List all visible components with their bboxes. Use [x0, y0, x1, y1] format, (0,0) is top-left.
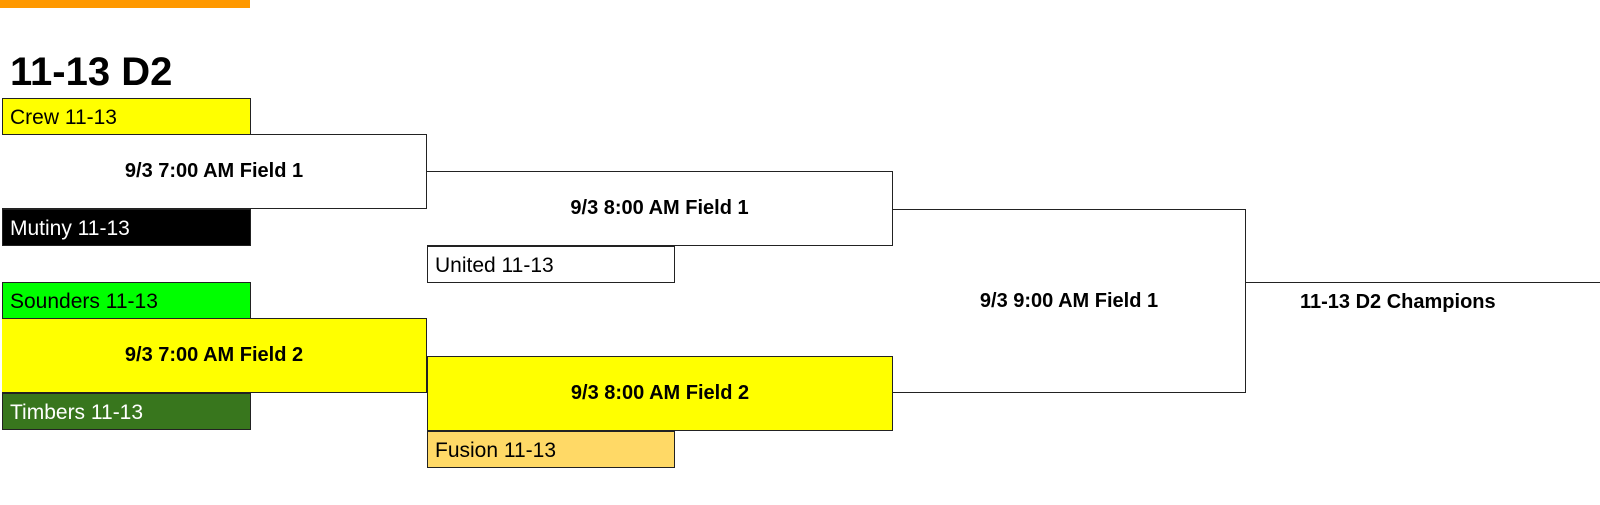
- team-mutiny: Mutiny 11-13: [2, 209, 251, 246]
- bracket-title: 11-13 D2: [10, 50, 173, 94]
- match-r2-m1-label: 9/3 8:00 AM Field 1: [570, 197, 749, 219]
- team-fusion: Fusion 11-13: [427, 431, 675, 468]
- match-r1-m1: 9/3 7:00 AM Field 1: [2, 134, 427, 209]
- team-timbers: Timbers 11-13: [2, 393, 251, 430]
- match-final-label: 9/3 9:00 AM Field 1: [979, 289, 1159, 312]
- match-r2-m2: 9/3 8:00 AM Field 2: [427, 356, 893, 431]
- match-r2-m1: 9/3 8:00 AM Field 1: [427, 171, 893, 246]
- champion-label: 11-13 D2 Champions: [1300, 291, 1496, 313]
- match-r1-m1-label: 9/3 7:00 AM Field 1: [124, 160, 304, 182]
- match-final: 9/3 9:00 AM Field 1: [893, 209, 1246, 393]
- match-r2-m2-label: 9/3 8:00 AM Field 2: [570, 382, 750, 404]
- match-r1-m2-label: 9/3 7:00 AM Field 2: [124, 344, 304, 366]
- team-crew: Crew 11-13: [2, 98, 251, 135]
- team-sounders: Sounders 11-13: [2, 282, 251, 319]
- team-united: United 11-13: [427, 246, 675, 283]
- match-r1-m2: 9/3 7:00 AM Field 2: [2, 318, 427, 393]
- champion-line: [1246, 282, 1600, 283]
- previous-section-bar: [0, 0, 250, 8]
